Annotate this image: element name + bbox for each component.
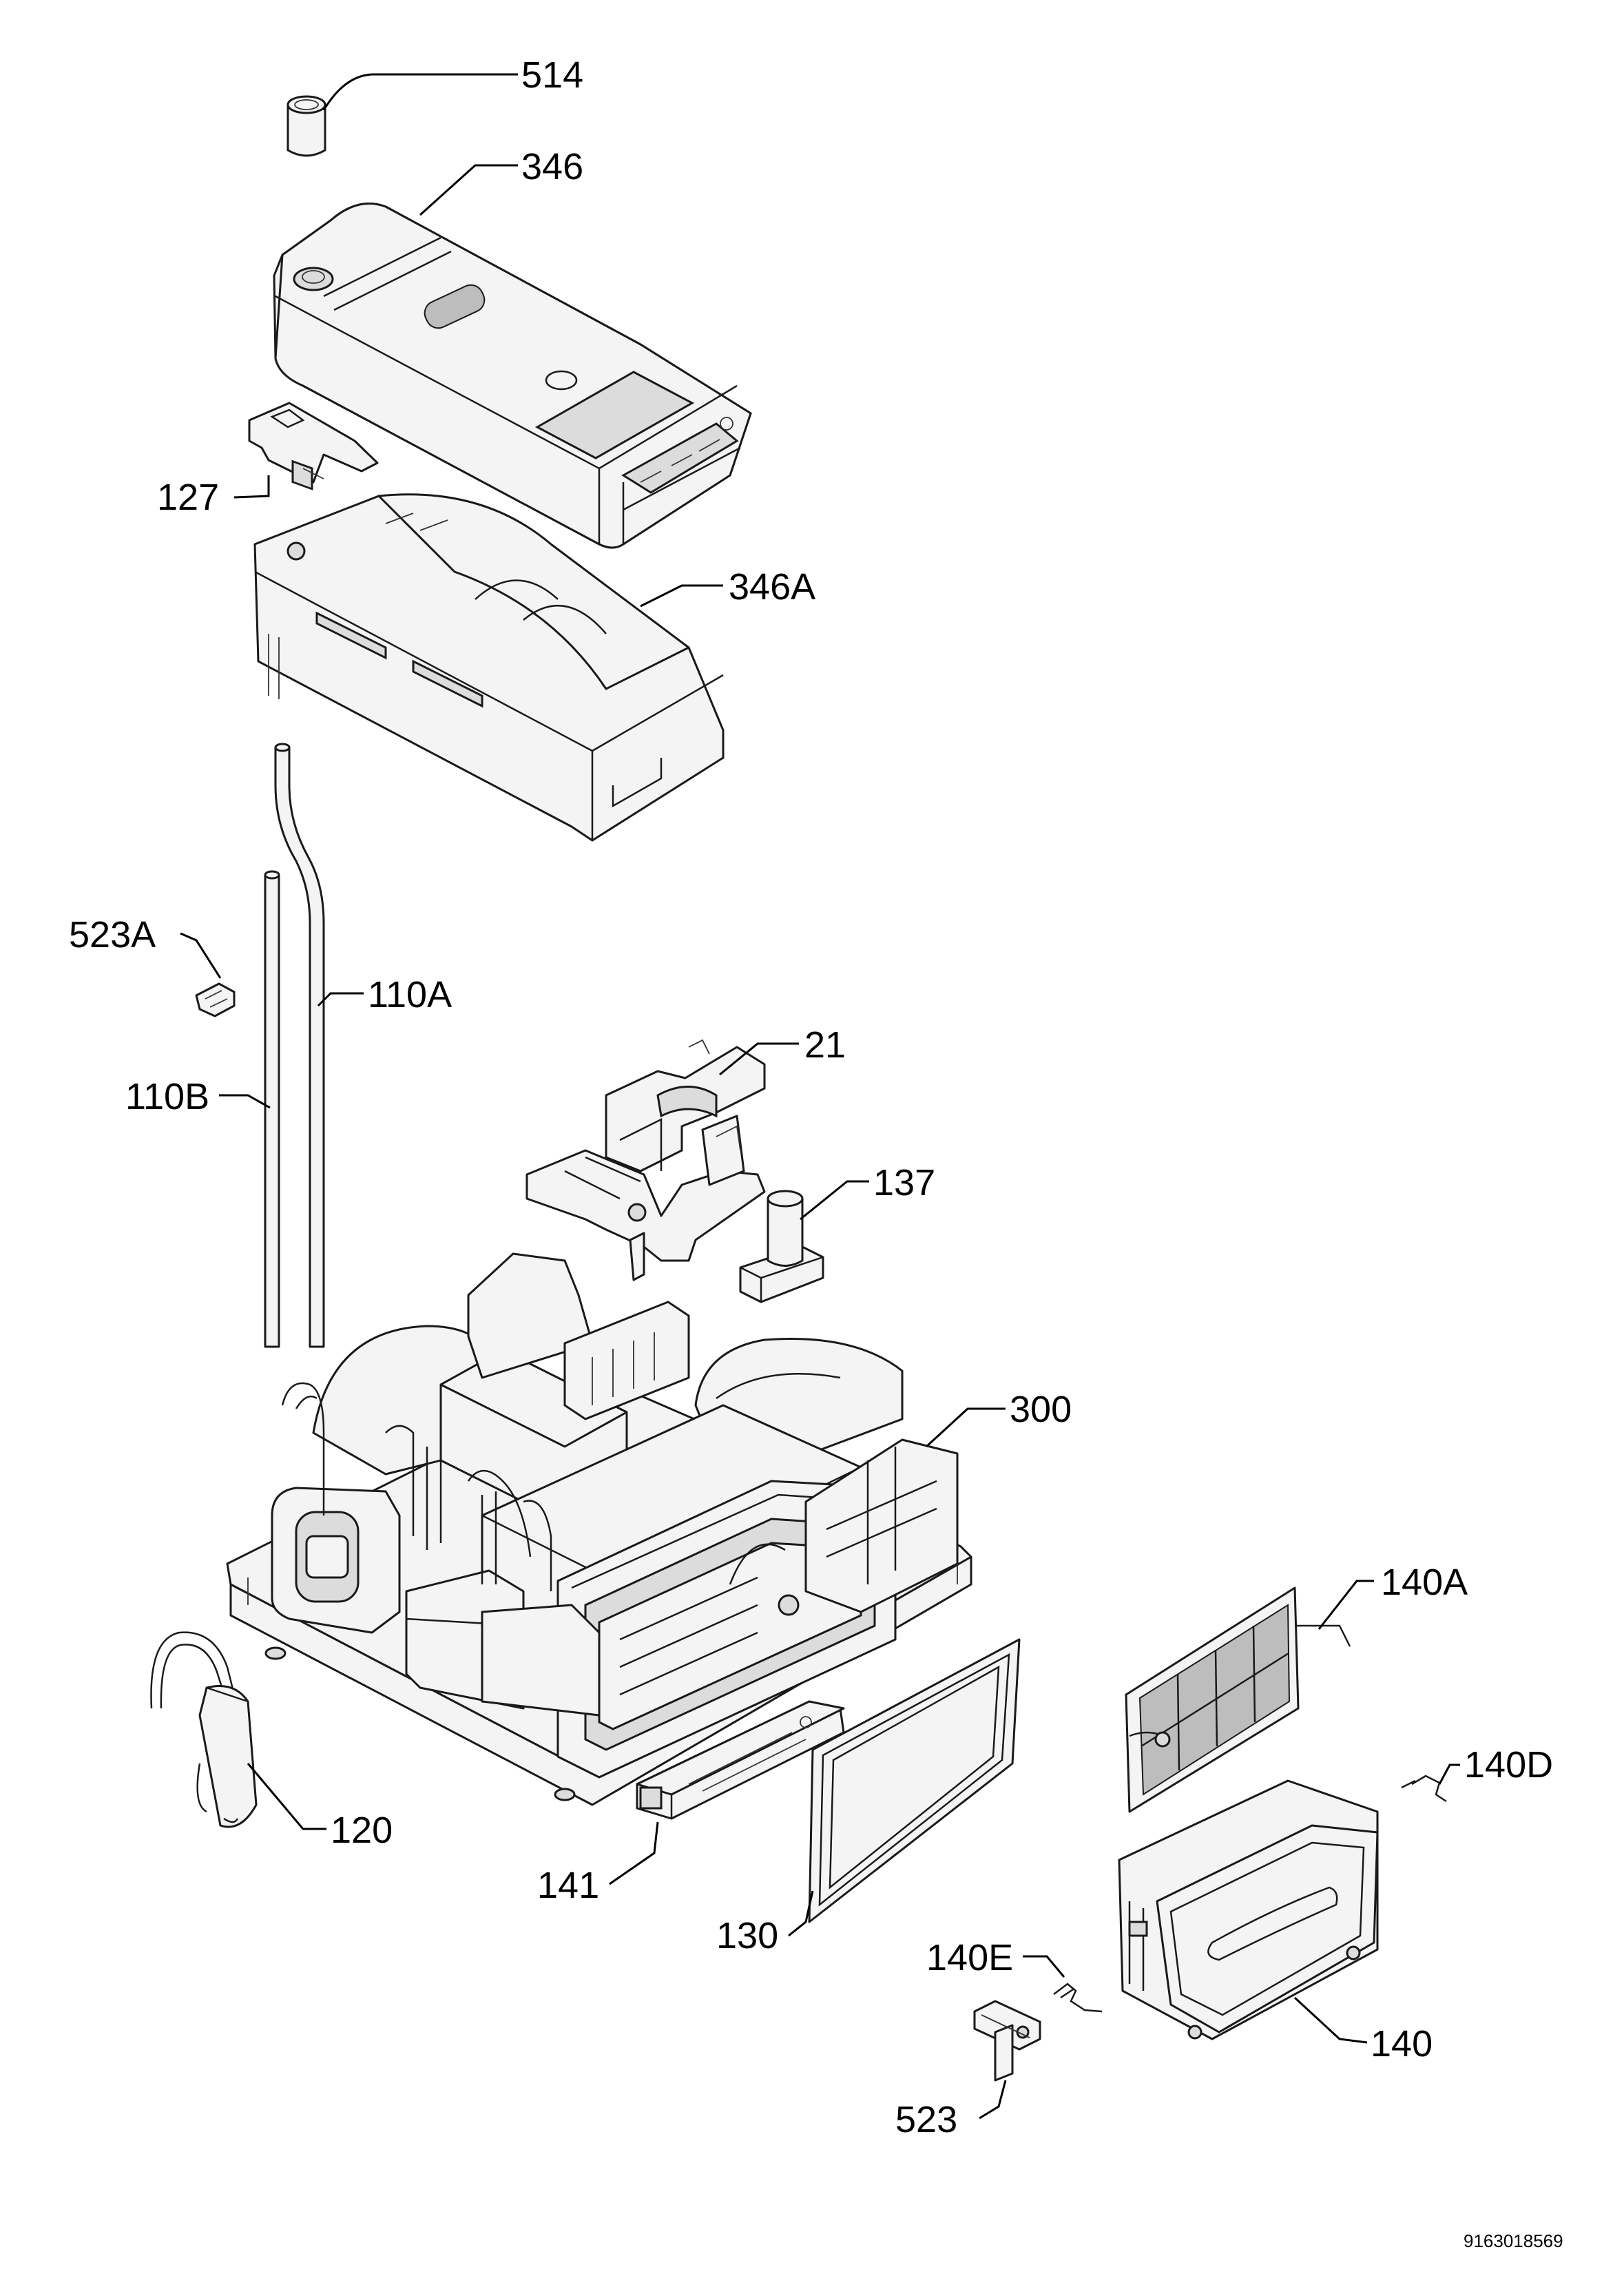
callout-110A: 110A xyxy=(368,974,452,1015)
leader-140 xyxy=(1293,1996,1368,2044)
part-110A-hose xyxy=(274,743,325,1348)
leader-120 xyxy=(247,1763,326,1830)
callout-140D: 140D xyxy=(1464,1744,1553,1786)
leader-140A xyxy=(1318,1580,1374,1630)
part-346-top-cover xyxy=(273,203,752,549)
callout-523: 523 xyxy=(895,2099,957,2140)
part-140D-spring xyxy=(1401,1775,1447,1803)
callout-140A: 140A xyxy=(1381,1562,1468,1603)
leader-523 xyxy=(979,2080,1007,2120)
callout-346: 346 xyxy=(521,146,583,187)
callout-127: 127 xyxy=(157,477,219,518)
part-523-latch xyxy=(973,2000,1041,2082)
leader-130 xyxy=(788,1890,814,1937)
callout-137: 137 xyxy=(873,1162,935,1203)
callout-141: 141 xyxy=(537,1865,599,1906)
part-137-plug xyxy=(739,1190,824,1303)
callout-110B: 110B xyxy=(125,1076,209,1117)
leader-110B xyxy=(219,1094,271,1109)
callout-514: 514 xyxy=(521,54,583,96)
callout-120: 120 xyxy=(331,1810,393,1851)
callout-140E: 140E xyxy=(926,1937,1013,1978)
leader-110A xyxy=(317,992,364,1007)
part-21-valve-assembly xyxy=(525,1039,766,1281)
part-110B-hose xyxy=(264,870,280,1348)
leader-523A xyxy=(180,932,222,979)
part-130-gasket xyxy=(808,1638,1021,1923)
leader-21 xyxy=(719,1042,799,1076)
callout-300: 300 xyxy=(1010,1389,1072,1430)
leader-141 xyxy=(609,1821,659,1885)
callout-346A: 346A xyxy=(729,566,815,608)
callout-21: 21 xyxy=(804,1024,846,1066)
leader-137 xyxy=(800,1180,869,1221)
leader-346A xyxy=(640,584,723,608)
leader-140D xyxy=(1438,1763,1460,1785)
document-number: 9163018569 xyxy=(1464,2231,1563,2251)
callout-523A: 523A xyxy=(69,914,156,955)
part-140E-spring-clip xyxy=(1053,1983,1103,2013)
leader-300 xyxy=(925,1407,1006,1448)
leader-140E xyxy=(1023,1955,1065,1978)
part-127-bracket xyxy=(248,402,379,574)
part-300-main-chassis xyxy=(226,1252,972,1806)
part-140A-filter xyxy=(1125,1586,1351,1813)
callout-140: 140 xyxy=(1371,2023,1433,2065)
part-523A-clip xyxy=(195,982,236,1017)
leader-346 xyxy=(419,164,518,216)
part-346A-tank-tray xyxy=(253,493,725,842)
leader-127 xyxy=(233,475,270,499)
part-120-drier xyxy=(150,1631,258,1828)
leader-514 xyxy=(322,73,518,111)
callout-130: 130 xyxy=(716,1915,778,1956)
part-140-water-bucket xyxy=(1118,1779,1379,2040)
part-514-cap xyxy=(287,95,326,157)
